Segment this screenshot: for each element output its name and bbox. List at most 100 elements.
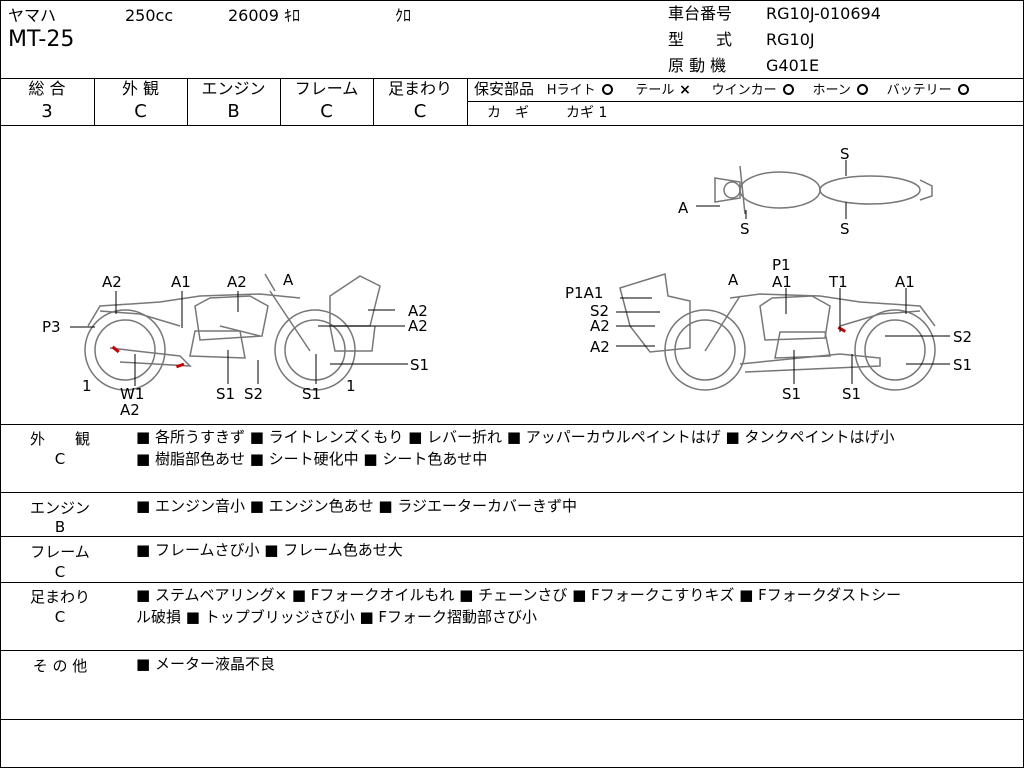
maker-name: ヤマハ xyxy=(8,6,57,25)
displacement: 250cc xyxy=(125,6,174,25)
headlight-label: Hライト xyxy=(546,83,596,98)
divider xyxy=(0,719,1024,720)
divider xyxy=(0,536,1024,537)
body-color: ｸﾛ xyxy=(395,6,412,25)
battery-label: バッテリー xyxy=(886,83,952,98)
diagram-label: A xyxy=(678,199,689,217)
diagram-label: S1 xyxy=(216,385,235,403)
divider xyxy=(94,78,95,125)
frame-no: RG10J-010694 xyxy=(766,4,881,23)
divider xyxy=(468,101,1024,102)
type-label: 型 式 xyxy=(668,30,733,49)
grade-value-exterior: C xyxy=(134,101,147,122)
bike-left-side-drawing xyxy=(84,273,381,391)
diagram-label: P1 xyxy=(772,256,791,274)
model-name: MT-25 xyxy=(8,27,75,52)
grade-value-frame: C xyxy=(320,101,333,122)
safety-parts-row: 保安部品 Hライト テール × ウインカー ホーン バッテリー xyxy=(474,82,969,97)
grade-label-overall: 総 合 xyxy=(28,79,66,98)
diagram-label: S xyxy=(840,145,850,163)
divider xyxy=(0,650,1024,651)
diagram-label: A2 xyxy=(408,317,428,335)
horn-ok-icon xyxy=(856,84,868,95)
tail-label: テール xyxy=(635,83,675,98)
horn-label: ホーン xyxy=(812,83,851,98)
diagram-label: A2 xyxy=(227,273,247,291)
bike-top-view-drawing xyxy=(714,165,933,215)
diagram-label: P3 xyxy=(42,318,61,336)
diagram-label: S2 xyxy=(244,385,263,403)
divider xyxy=(0,424,1024,425)
diagram-label: A xyxy=(728,271,739,289)
diagram-label: A1 xyxy=(772,273,792,291)
diagram-label: S2 xyxy=(590,302,609,320)
winker-ok-icon xyxy=(782,84,794,95)
diagram-label: A2 xyxy=(590,317,610,335)
divider xyxy=(187,78,188,125)
section-text-exterior-line2: ■ 樹脂部色あせ ■ シート硬化中 ■ シート色あせ中 xyxy=(136,450,488,468)
diagram-label: S2 xyxy=(953,328,972,346)
tail-ng-icon: × xyxy=(679,82,691,98)
diagram-label: A2 xyxy=(590,338,610,356)
section-label-suspension: 足まわり xyxy=(29,588,90,606)
grade-value-engine: B xyxy=(227,101,240,122)
diagram-label: 1 xyxy=(82,377,92,395)
section-text-suspension-line1: ■ ステムベアリング× ■ Fフォークオイルもれ ■ チェーンさび ■ Fフォー… xyxy=(136,586,902,604)
diagram-label: A1 xyxy=(171,273,191,291)
divider xyxy=(0,492,1024,493)
key-value: カギ 1 xyxy=(566,105,608,121)
grade-value-suspension: C xyxy=(413,101,427,122)
diagram-label: A1 xyxy=(895,273,915,291)
diagram-label: S1 xyxy=(410,356,429,374)
safety-label: 保安部品 xyxy=(474,80,535,98)
engine-label: 原 動 機 xyxy=(668,56,727,75)
key-label: カ ギ xyxy=(487,105,529,121)
winker-label: ウインカー xyxy=(711,83,777,98)
divider xyxy=(373,78,374,125)
diagram-label: S1 xyxy=(302,385,321,403)
section-text-suspension-line2: ル破損 ■ トップブリッジさび小 ■ Fフォーク摺動部さび小 xyxy=(136,608,538,626)
diagram-label: S xyxy=(740,220,750,238)
section-text-other: ■ メーター液晶不良 xyxy=(136,655,275,673)
divider xyxy=(467,78,468,125)
diagram-label: T1 xyxy=(828,273,848,291)
diagram-label: A2 xyxy=(120,401,140,419)
diagram-label: W1 xyxy=(120,385,144,403)
damage-markers xyxy=(111,326,846,369)
section-label-frame: フレーム xyxy=(30,543,90,561)
divider xyxy=(0,125,1024,126)
headlight-ok-icon xyxy=(601,84,613,95)
divider xyxy=(0,78,1024,79)
frame-no-label: 車台番号 xyxy=(668,4,733,23)
diagram-label: S xyxy=(840,220,850,238)
mileage: 26009 ｷﾛ xyxy=(228,6,300,25)
section-grade-engine: B xyxy=(54,518,66,536)
diagram-label: A2 xyxy=(102,273,122,291)
diagram-label: S1 xyxy=(782,385,801,403)
diagram-label: 1 xyxy=(346,377,356,395)
grade-label-suspension: 足まわり xyxy=(387,79,452,98)
damage-diagram: A2 A1 A2 A P3 A2 A2 1 W1 A2 S1 S2 S1 1 S… xyxy=(42,145,972,419)
section-text-frame: ■ フレームさび小 ■ フレーム色あせ大 xyxy=(136,541,403,559)
section-grade-suspension: C xyxy=(54,608,66,626)
diagram-label: A2 xyxy=(408,302,428,320)
grade-value-overall: 3 xyxy=(41,101,53,122)
divider xyxy=(0,582,1024,583)
diagram-label: A xyxy=(283,271,294,289)
engine-value: G401E xyxy=(766,56,820,75)
section-label-other: そ の 他 xyxy=(32,657,88,675)
divider xyxy=(280,78,281,125)
grade-label-exterior: 外 観 xyxy=(121,79,160,98)
label-leaders xyxy=(70,160,950,386)
section-label-engine: エンジン xyxy=(29,499,90,517)
section-text-exterior-line1: ■ 各所うすきず ■ ライトレンズくもり ■ レバー折れ ■ アッパーカウルペイ… xyxy=(136,428,895,446)
grade-label-frame: フレーム xyxy=(294,79,359,98)
battery-ok-icon xyxy=(957,84,969,95)
section-grade-exterior: C xyxy=(54,450,66,468)
section-label-exterior: 外 観 xyxy=(29,430,90,448)
diagram-label: P1A1 xyxy=(565,284,603,302)
section-grade-frame: C xyxy=(54,563,66,581)
section-text-engine: ■ エンジン音小 ■ エンジン色あせ ■ ラジエーターカバーきず中 xyxy=(136,497,578,515)
bike-right-side-drawing xyxy=(619,273,936,391)
diagram-label: S1 xyxy=(953,356,972,374)
